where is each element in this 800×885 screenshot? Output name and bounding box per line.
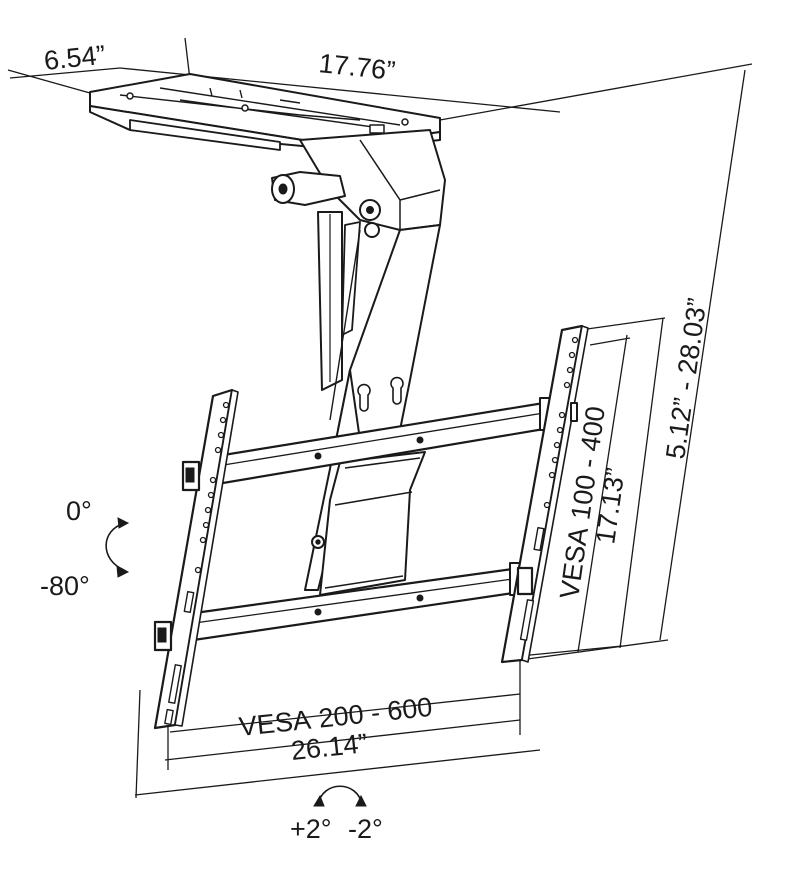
plate-clip — [369, 124, 385, 134]
left-strip-slot — [168, 664, 182, 704]
rail-screw — [416, 594, 424, 602]
tilt-top-label: 0° — [66, 496, 92, 526]
vesa-v-bottom-ext — [519, 645, 623, 657]
rail-screw — [314, 452, 322, 460]
left-hook-shade — [157, 627, 167, 643]
tilt-bottom-label: -80° — [40, 571, 90, 601]
plate-slots — [119, 87, 401, 129]
tilt-arrow-path — [105, 522, 126, 571]
lower-rail-edge — [179, 577, 521, 626]
height-range-label: 5.12” - 28.03” — [660, 296, 712, 461]
left-hook-shade — [185, 467, 195, 483]
tilt-arrow-head-top — [117, 517, 130, 529]
hinge-edges — [359, 139, 441, 230]
plate-depth-ext-line — [7, 69, 91, 94]
tilt-arrow-head-bottom — [116, 565, 130, 578]
arm-keyhole — [390, 376, 404, 405]
right-strip-slot — [519, 599, 535, 641]
plate-depth-label: 6.54” — [42, 40, 106, 76]
plate-hole — [401, 118, 409, 126]
main-arm-edge — [329, 229, 361, 421]
vesa-v-top-ext — [579, 317, 666, 331]
center-bolt-core — [315, 539, 321, 545]
plate-lip — [129, 119, 281, 151]
vesa-v-inner-top — [589, 337, 631, 346]
rail-screw — [314, 608, 322, 616]
vesa-horizontal-name: VESA — [237, 705, 312, 742]
right-strip-holes — [543, 336, 579, 509]
dimension-lines — [7, 37, 753, 799]
right-hook — [516, 566, 534, 596]
plate-hole — [126, 92, 134, 100]
left-strip-slot — [183, 590, 195, 614]
swivel-arrow-head-left — [313, 794, 325, 807]
left-strip-side — [174, 389, 239, 727]
plate-width-label: 17.76” — [317, 48, 396, 86]
vesa-h-inner-line — [169, 693, 521, 733]
upper-rail-edge — [204, 411, 551, 469]
left-strip-holes — [194, 401, 230, 574]
vesa-horizontal-range: 200 - 600 — [317, 692, 434, 734]
swivel-right-label: -2° — [348, 814, 383, 844]
plate-hole — [241, 104, 249, 112]
rail-screw — [416, 436, 424, 444]
mount-arm — [271, 129, 446, 591]
left-strip-slot — [164, 708, 174, 726]
right-hook-tab — [570, 402, 578, 422]
left-strip-body — [153, 388, 234, 730]
left-vesa-strip — [153, 388, 239, 730]
vesa-h-outer-left-ext — [135, 689, 141, 799]
pivot-bolt — [364, 222, 380, 238]
vesa-v-inner-line — [577, 334, 628, 653]
vesa-v-outer-line — [619, 317, 664, 649]
tilt-arrow-icon — [105, 517, 130, 578]
plate-width-ext-left — [184, 37, 191, 81]
center-bracket — [311, 451, 426, 596]
right-strip-slot — [533, 526, 545, 552]
swivel-left-label: +2° — [290, 814, 332, 844]
vesa-h-size-line — [164, 719, 521, 761]
ceiling-plate — [89, 73, 441, 151]
center-bracket-edges — [324, 457, 421, 589]
swivel-arrow-path — [317, 785, 363, 806]
gas-spring — [341, 221, 361, 336]
height-top-ext-line — [439, 63, 753, 121]
tilt-knob-center — [278, 183, 288, 195]
swivel-arrow-icon — [313, 785, 367, 807]
vesa-h-outer-line — [134, 749, 541, 796]
height-bottom-ext-line — [519, 639, 669, 661]
center-bracket-plate — [319, 451, 426, 596]
arm-keyhole — [357, 383, 371, 412]
swivel-arrow-head-right — [355, 794, 367, 807]
right-vesa-strip — [500, 324, 589, 664]
pivot-bolt-center — [366, 206, 374, 214]
height-dim-line — [659, 69, 746, 641]
